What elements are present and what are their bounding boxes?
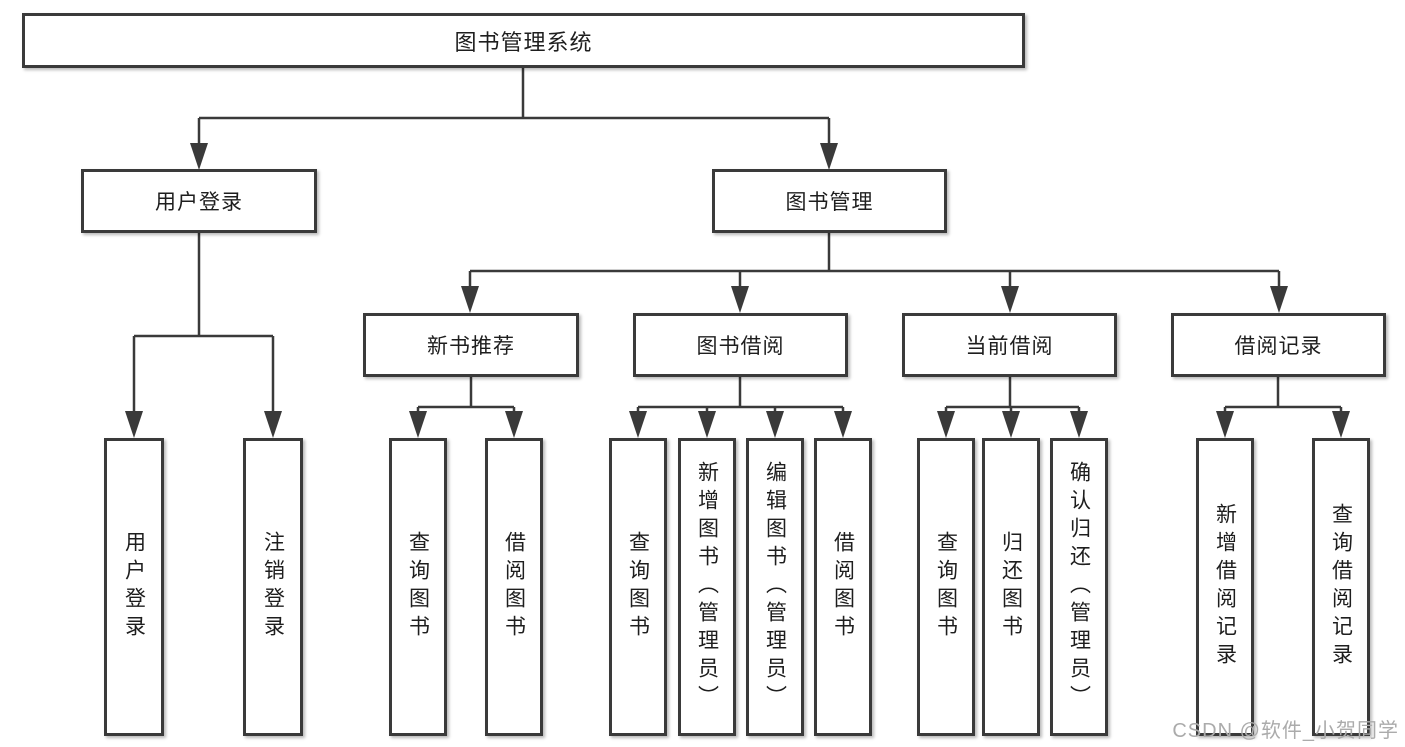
node-label: 借阅记录 [1234, 335, 1323, 358]
leaf-query-books-borrow: 查询图书 [609, 438, 667, 736]
leaf-label: 编辑图书（管理员） [763, 461, 787, 713]
leaf-label: 借阅图书 [502, 531, 526, 643]
leaf-label: 归还图书 [999, 531, 1023, 643]
leaf-query-borrow-record: 查询借阅记录 [1312, 438, 1370, 736]
leaf-label: 查询借阅记录 [1329, 503, 1353, 671]
leaf-query-books-recommend: 查询图书 [389, 438, 447, 736]
node-book-borrowing: 图书借阅 [633, 313, 848, 377]
leaf-borrow-books-borrow: 借阅图书 [814, 438, 872, 736]
arrowheads [125, 143, 1350, 438]
leaf-label: 查询图书 [934, 531, 958, 643]
leaf-edit-book-admin: 编辑图书（管理员） [746, 438, 804, 736]
node-library-system: 图书管理系统 [22, 13, 1025, 68]
node-label: 当前借阅 [965, 335, 1054, 358]
leaf-logout: 注销登录 [243, 438, 303, 736]
node-new-book-recommend: 新书推荐 [363, 313, 579, 377]
node-borrowing-records: 借阅记录 [1171, 313, 1386, 377]
node-label: 图书借阅 [696, 335, 785, 358]
leaf-query-books-current: 查询图书 [917, 438, 975, 736]
leaf-label: 注销登录 [261, 531, 285, 643]
leaf-label: 确认归还（管理员） [1067, 461, 1091, 713]
leaf-add-borrow-record: 新增借阅记录 [1196, 438, 1254, 736]
node-label: 用户登录 [155, 191, 243, 214]
leaf-borrow-books-recommend: 借阅图书 [485, 438, 543, 736]
node-label: 新书推荐 [427, 335, 515, 358]
leaf-label: 用户登录 [122, 531, 146, 643]
leaf-label: 新增借阅记录 [1213, 503, 1237, 671]
leaf-return-book: 归还图书 [982, 438, 1040, 736]
leaf-label: 查询图书 [626, 531, 650, 643]
node-current-borrowing: 当前借阅 [902, 313, 1117, 377]
leaf-label: 新增图书（管理员） [695, 461, 719, 713]
leaf-user-login: 用户登录 [104, 438, 164, 736]
node-label: 图书管理 [785, 191, 874, 214]
node-user-login-branch: 用户登录 [81, 169, 317, 233]
leaf-add-book-admin: 新增图书（管理员） [678, 438, 736, 736]
leaf-label: 查询图书 [406, 531, 430, 643]
watermark: CSDN @软件_小贺同学 [1172, 720, 1399, 742]
leaf-label: 借阅图书 [831, 531, 855, 643]
node-book-management-branch: 图书管理 [712, 169, 947, 233]
node-label: 图书管理系统 [454, 29, 593, 55]
leaf-confirm-return-admin: 确认归还（管理员） [1050, 438, 1108, 736]
